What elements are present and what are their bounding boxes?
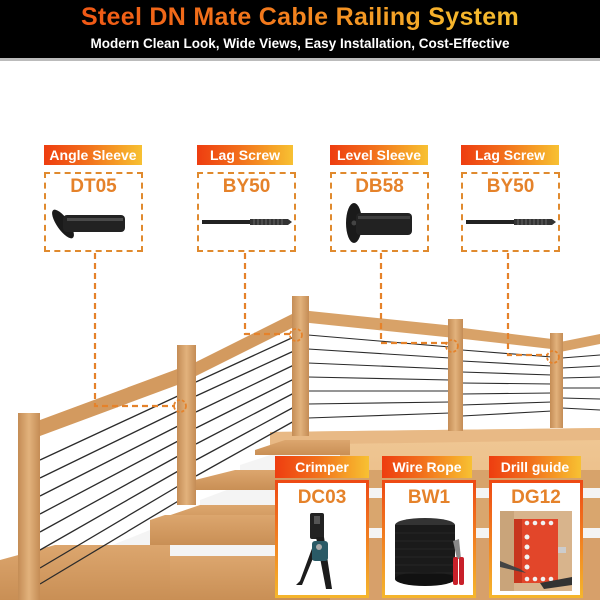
deck-cables xyxy=(307,334,600,419)
drill-guide-icon xyxy=(500,511,572,591)
tool-label: Wire Rope xyxy=(382,456,472,478)
page-title: Steel DN Mate Cable Railing System xyxy=(0,3,600,32)
part-label: Angle Sleeve xyxy=(44,145,142,165)
tool-box: DG12 xyxy=(489,480,583,598)
lag-screw-icon xyxy=(202,219,292,225)
tool-box: BW1 xyxy=(382,480,476,598)
tool-label: Drill guide xyxy=(489,456,581,478)
top-rails xyxy=(40,310,600,436)
hydraulic-crimper-icon xyxy=(296,513,332,589)
wire-rope-spool-icon xyxy=(395,518,464,586)
page-subtitle: Modern Clean Look, Wide Views, Easy Inst… xyxy=(90,36,510,51)
tool-box: DC03 xyxy=(275,480,369,598)
tool-code: BW1 xyxy=(407,487,451,508)
part-code: BY50 xyxy=(222,176,271,197)
part-label: Lag Screw xyxy=(197,145,293,165)
part-code: BY50 xyxy=(486,176,535,197)
header-banner: Steel DN Mate Cable Railing System Moder… xyxy=(0,0,600,61)
part-code: DB58 xyxy=(355,176,404,197)
callout-target-circles xyxy=(173,328,560,413)
part-box: DB58 xyxy=(330,172,429,252)
tool-code: DG12 xyxy=(511,487,561,508)
part-label: Lag Screw xyxy=(461,145,559,165)
stair-cables xyxy=(39,335,297,585)
railing-posts xyxy=(18,296,563,600)
level-sleeve-icon xyxy=(346,203,412,243)
part-box: DT05 xyxy=(44,172,143,252)
part-code: DT05 xyxy=(70,176,117,197)
part-box: BY50 xyxy=(461,172,560,252)
part-label: Level Sleeve xyxy=(330,145,428,165)
angle-sleeve-icon xyxy=(52,209,125,239)
part-box: BY50 xyxy=(197,172,296,252)
tool-label: Crimper xyxy=(275,456,369,478)
callout-leader-lines xyxy=(93,253,548,408)
lag-screw-icon xyxy=(466,219,556,225)
tool-code: DC03 xyxy=(297,487,347,508)
